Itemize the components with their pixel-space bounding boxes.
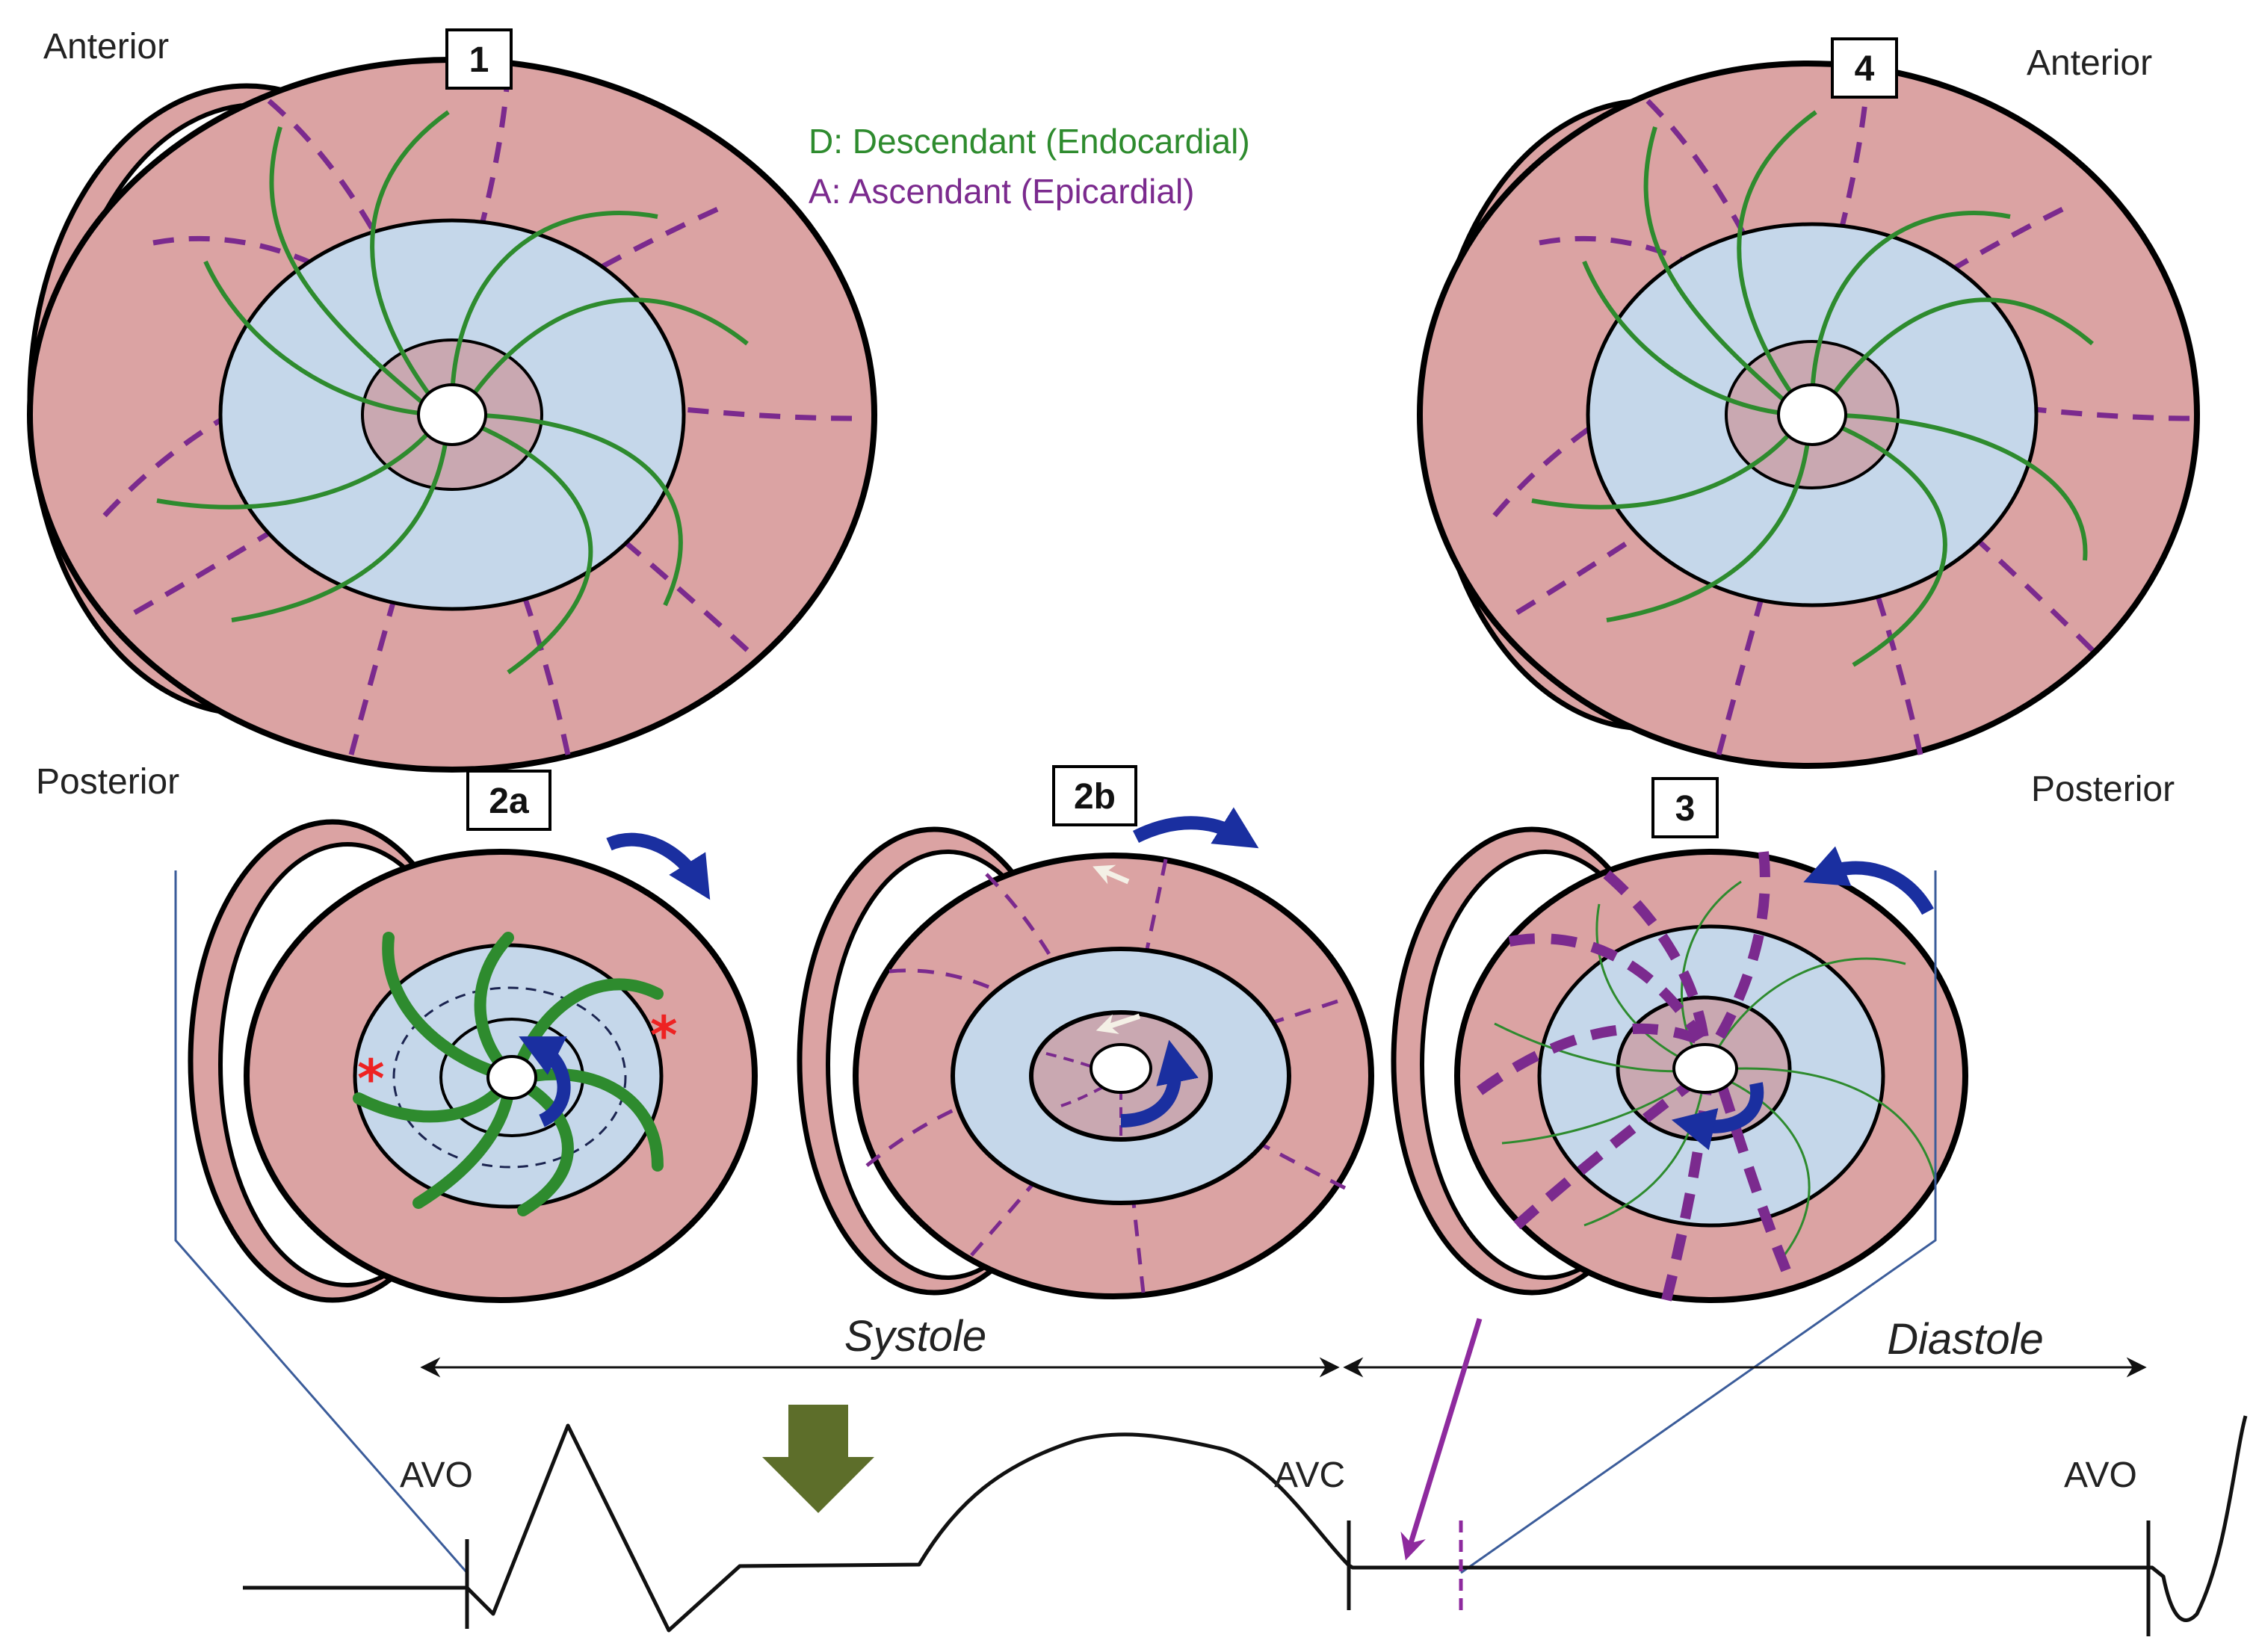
- heart-panel-2a: * *: [188, 819, 758, 1303]
- descendant-fibers: [156, 110, 749, 675]
- panel-number-box-3: 3: [1651, 777, 1719, 838]
- outer-rotation-arrow: [1132, 807, 1259, 849]
- ascendant-fibers-thick: [1476, 851, 1791, 1302]
- panel-number-box-2b: 2b: [1052, 765, 1137, 826]
- left-ventricle-lumen: [417, 383, 487, 446]
- panel-number-1: 1: [469, 40, 489, 80]
- left-ventricle-lumen: [486, 1055, 537, 1100]
- ecg-trace: [243, 1415, 2248, 1633]
- heart-panel-2b: [797, 807, 1374, 1299]
- inner-dashed-ring: [392, 986, 627, 1169]
- inner-rotation-arrow: [1120, 1039, 1199, 1127]
- avc-label: AVC: [1274, 1455, 1345, 1495]
- panel-number-box-1: 1: [445, 28, 513, 90]
- outer-rotation-arrow: [1803, 846, 1934, 915]
- avo-left-label: AVO: [400, 1455, 473, 1495]
- guide-lines: [174, 870, 1937, 1574]
- posterior-label-right: Posterior: [2031, 770, 2175, 809]
- heart-panel-3: [1391, 826, 1968, 1303]
- heart-panel-1: [27, 57, 877, 773]
- panel-number-4: 4: [1855, 49, 1875, 89]
- panel-number-2a: 2a: [489, 782, 529, 821]
- left-ventricle-lumen: [1777, 383, 1847, 446]
- panel-number-box-4: 4: [1831, 37, 1898, 99]
- descendant-fibers: [1531, 110, 2094, 667]
- inner-rotation-arrow: [519, 1036, 571, 1127]
- legend-descendant: D: Descendant (Endocardial): [809, 122, 1250, 161]
- panel-number-box-2a: 2a: [466, 770, 551, 831]
- panel-number-3: 3: [1675, 789, 1696, 829]
- legend-ascendant: A: Ascendant (Epicardial): [809, 172, 1195, 211]
- avo-right-label: AVO: [2064, 1455, 2137, 1495]
- star-marker-right: *: [650, 1005, 678, 1066]
- anterior-label-left: Anterior: [43, 27, 169, 66]
- left-ventricle-lumen: [1090, 1043, 1152, 1094]
- outer-white-arrow: [1093, 864, 1130, 885]
- star-marker-left: *: [357, 1048, 385, 1110]
- purple-diagonal-arrow: [1400, 1317, 1483, 1561]
- left-ventricle-lumen: [1672, 1043, 1738, 1094]
- inner-rotation-arrow: [1671, 1082, 1764, 1151]
- systole-label: Systole: [844, 1312, 986, 1361]
- inner-white-arrow: [1095, 1013, 1141, 1034]
- posterior-label-left: Posterior: [36, 762, 179, 802]
- diastole-label: Diastole: [1887, 1315, 2044, 1364]
- panel-number-2b: 2b: [1074, 777, 1116, 817]
- outer-rotation-arrow: [606, 832, 711, 900]
- down-arrow-icon: [762, 1405, 874, 1513]
- anterior-label-right: Anterior: [2027, 43, 2152, 83]
- heart-panel-4: [1417, 61, 2200, 769]
